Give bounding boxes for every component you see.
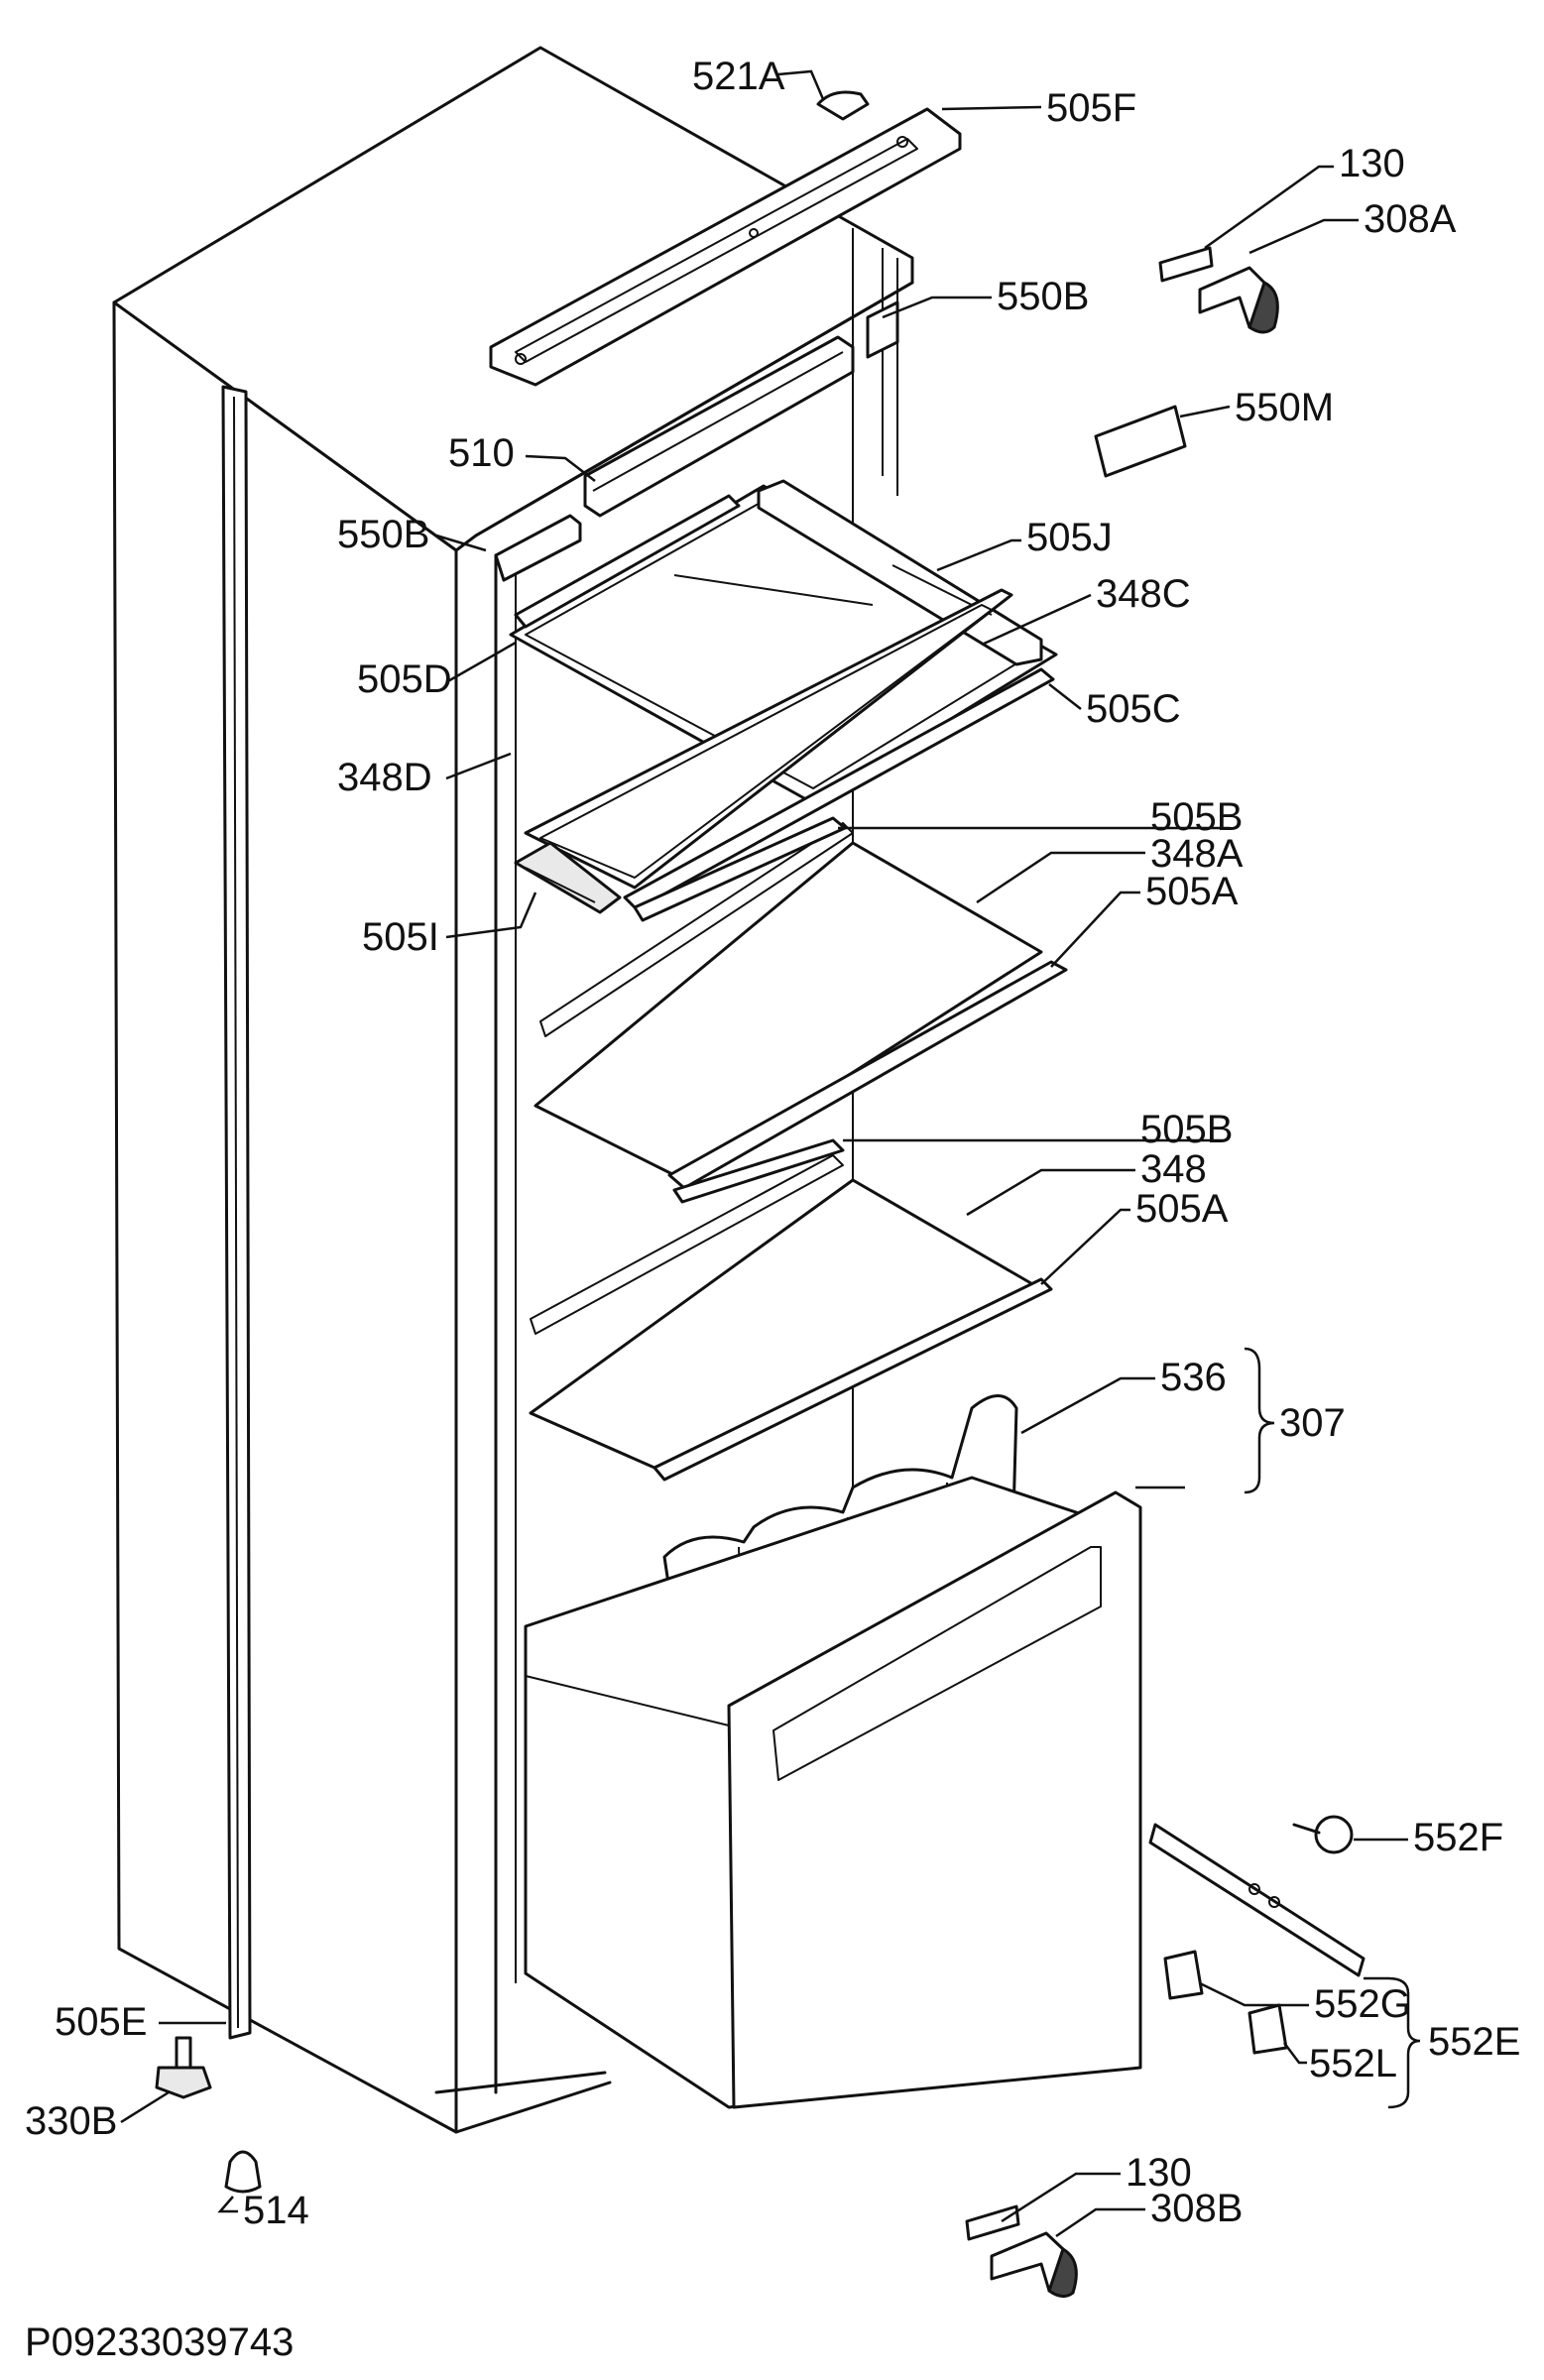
label-552G: 552G [1314, 1982, 1411, 2026]
foot-330B [155, 2036, 212, 2099]
label-348A: 348A [1150, 832, 1244, 876]
label-505B-lower: 505B [1140, 1108, 1233, 1151]
panel-550B-right [866, 300, 899, 359]
rail-505B-lower [672, 1138, 845, 1204]
cap-521A [816, 90, 870, 121]
panel-550M [1094, 405, 1187, 478]
label-130-bottom: 130 [1126, 2151, 1192, 2195]
label-552F: 552F [1413, 1816, 1503, 1859]
rail-505A-upper [667, 960, 1068, 1190]
part-labels: 521A 505F 130 308A 550B 550M 510 550B 50… [25, 55, 1520, 2232]
shelf-348A [534, 822, 1043, 1182]
door-gasket-505E [221, 385, 252, 2040]
rail-505A-lower [653, 1277, 1053, 1482]
rail-505D [514, 494, 741, 629]
label-521A: 521A [692, 55, 785, 98]
label-514: 514 [243, 2189, 309, 2232]
label-308A: 308A [1364, 197, 1457, 241]
label-505D: 505D [357, 657, 452, 701]
label-505B-upper: 505B [1150, 795, 1243, 839]
label-308B: 308B [1150, 2187, 1243, 2230]
knob-552F [1292, 1815, 1354, 1854]
label-510: 510 [448, 431, 515, 475]
document-code: P09233039743 [25, 2320, 294, 2364]
vent-505I [514, 841, 622, 914]
label-550B-right: 550B [997, 275, 1089, 318]
clip-552G [1163, 1950, 1204, 2000]
label-505F: 505F [1046, 86, 1136, 130]
rail-505C [623, 667, 1055, 911]
label-505E: 505E [55, 2000, 147, 2044]
label-552L: 552L [1309, 2042, 1397, 2085]
label-552E: 552E [1428, 2020, 1520, 2064]
label-536: 536 [1160, 1356, 1227, 1399]
label-505A-lower: 505A [1135, 1187, 1229, 1231]
panel-550B-left [494, 514, 582, 582]
cabinet-body [112, 46, 914, 2134]
label-505A-upper: 505A [1145, 870, 1239, 913]
label-348D: 348D [337, 756, 432, 799]
label-550B-left: 550B [337, 513, 429, 556]
label-330B: 330B [25, 2099, 117, 2143]
label-505J: 505J [1026, 516, 1113, 559]
foot-514 [224, 2150, 262, 2194]
label-348: 348 [1140, 1147, 1207, 1191]
label-130-top: 130 [1339, 142, 1405, 185]
rail-552E [1148, 1823, 1366, 1977]
label-505C: 505C [1086, 687, 1181, 731]
shelf-348D [524, 588, 1013, 890]
top-rail-505F [489, 107, 962, 387]
clip-552L [1247, 2003, 1288, 2055]
drawer-307 [524, 1476, 1142, 2109]
label-505I: 505I [362, 915, 439, 959]
label-348C: 348C [1096, 572, 1191, 616]
leader-lines [120, 69, 1421, 2238]
hinge-308A [1158, 246, 1279, 334]
label-550M: 550M [1235, 386, 1334, 429]
label-307: 307 [1279, 1401, 1346, 1445]
hinge-308B [965, 2204, 1078, 2298]
light-cover-510 [583, 335, 855, 518]
